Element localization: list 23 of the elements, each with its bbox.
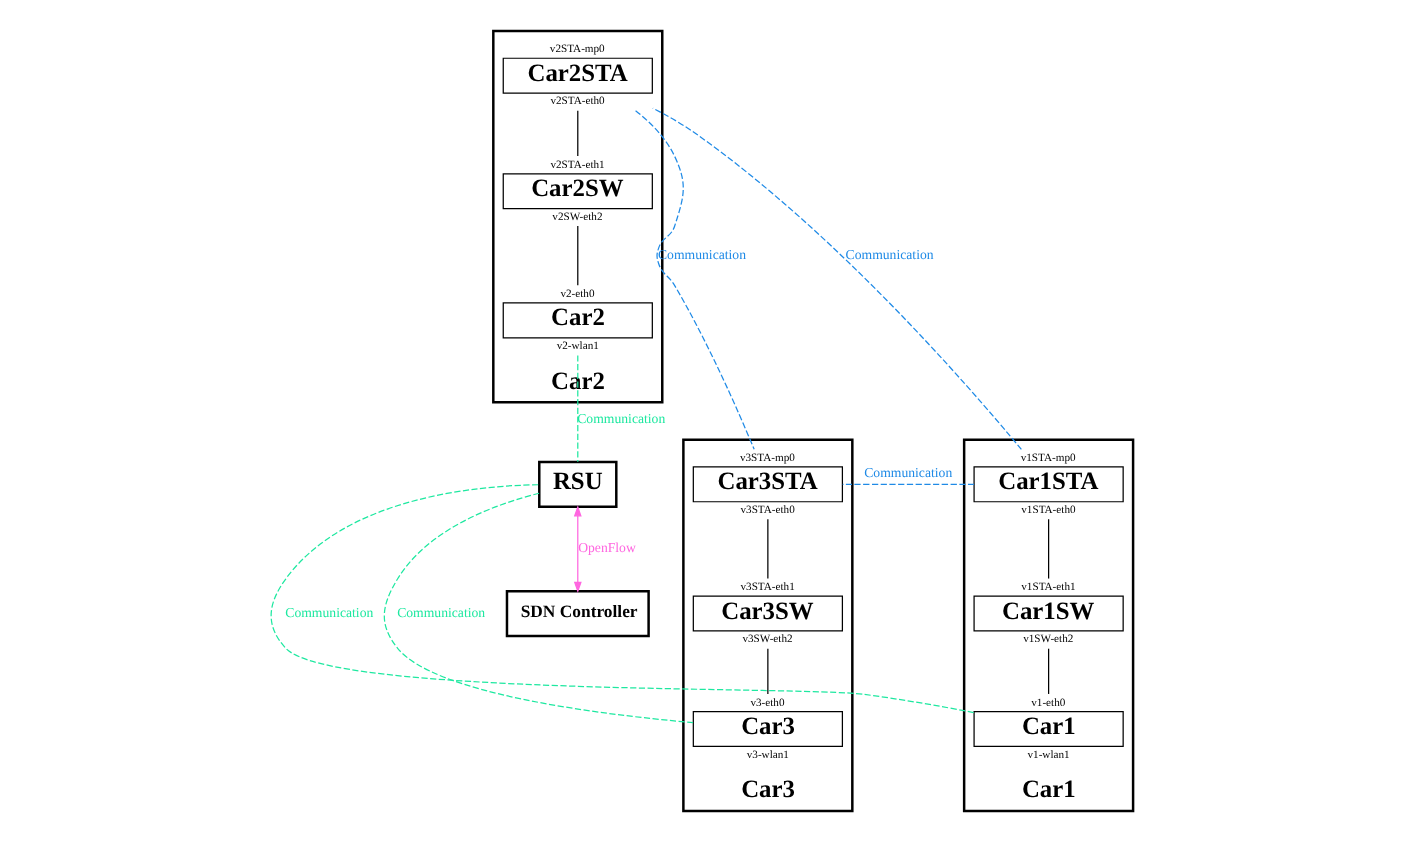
node-box: Car2 [502, 302, 653, 339]
node-box: Car1STA [973, 466, 1124, 503]
node-box: Car3STA [692, 466, 843, 503]
connector [577, 225, 579, 286]
connector [1048, 518, 1050, 580]
node-box: RSU [538, 460, 618, 508]
connector [767, 518, 769, 580]
connector [1048, 648, 1050, 695]
connector [383, 492, 694, 724]
connector [270, 484, 975, 714]
connector [767, 648, 769, 695]
arrow [573, 505, 582, 593]
node-box: Car1SW [973, 595, 1124, 632]
connector [842, 483, 975, 485]
node-box: Car3SW [692, 595, 843, 632]
node-box: SDN Controller [505, 589, 650, 638]
node-box: Car3 [692, 711, 843, 748]
node-box: Car1 [973, 711, 1124, 748]
connector [577, 110, 579, 157]
connector [634, 110, 755, 450]
node-box: Car2STA [502, 57, 653, 94]
connector [577, 354, 579, 463]
node-box: Car2SW [502, 173, 653, 210]
